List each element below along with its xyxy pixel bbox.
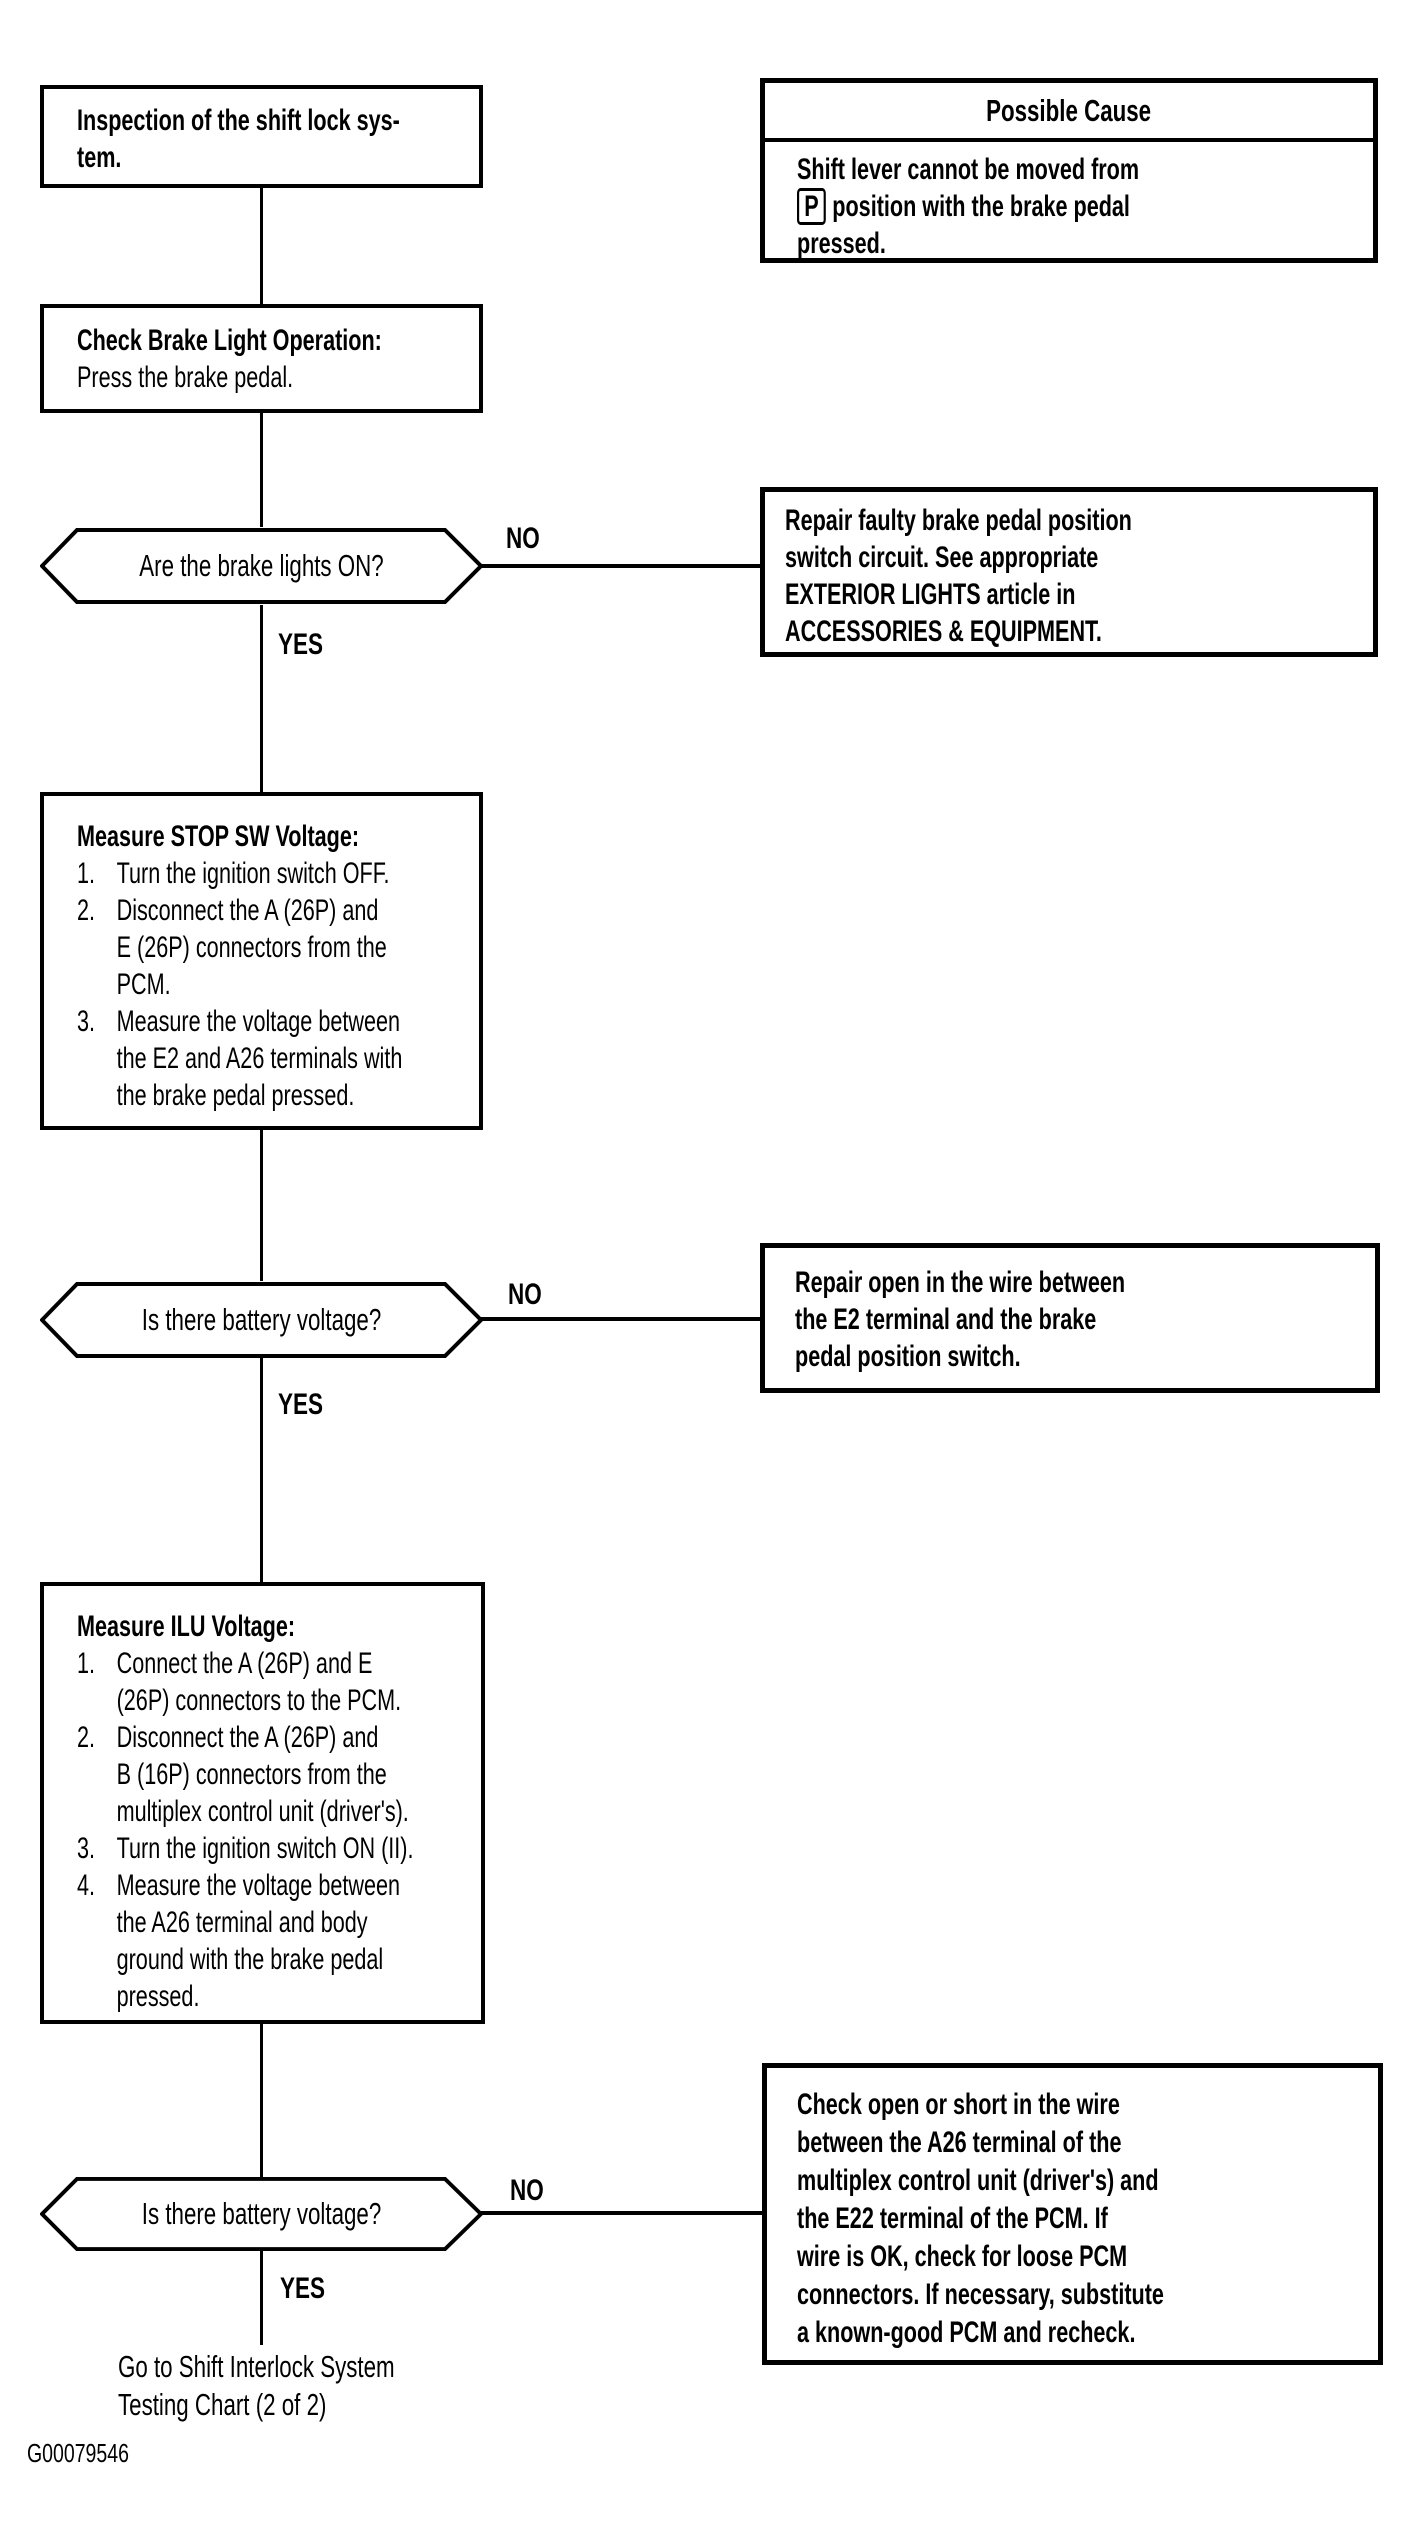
figure-id: G00079546 — [27, 2438, 129, 2468]
text-line: EXTERIOR LIGHTS article in — [785, 578, 1076, 611]
decision-question: Are the brake lights ON? — [139, 548, 384, 583]
connector-line-no-2 — [481, 1317, 762, 1321]
text-line: the brake pedal pressed. — [116, 1079, 355, 1112]
text-line: Repair faulty brake pedal position — [785, 504, 1132, 537]
text-line: multiplex control unit (driver's) and — [797, 2164, 1159, 2197]
goto-next-chart-text: Go to Shift Interlock System Testing Cha… — [118, 2348, 502, 2424]
text-line: Inspection of the shift lock sys- — [77, 104, 400, 137]
decision-question: Is there battery voltage? — [141, 2196, 382, 2231]
hexagon-shape — [40, 2176, 483, 2252]
text-line: Repair open in the wire between — [795, 1266, 1126, 1299]
hexagon-shape — [40, 528, 483, 604]
decision-question: Is there battery voltage? — [141, 1302, 382, 1337]
action-box-check-open-short: Check open or short in the wire between … — [762, 2063, 1383, 2365]
text-line: switch circuit. See appropriate — [785, 541, 1099, 574]
text-line: a known-good PCM and recheck. — [797, 2316, 1136, 2349]
action-box-repair-open-wire: Repair open in the wire between the E2 t… — [760, 1243, 1380, 1393]
text-line: ACCESSORIES & EQUIPMENT. — [785, 615, 1102, 648]
connector-line-no-1 — [481, 564, 760, 568]
action-box-repair-brake-switch: Repair faulty brake pedal position switc… — [760, 487, 1378, 657]
possible-cause-header: Possible Cause — [765, 83, 1373, 142]
no-label: NO — [510, 2174, 544, 2207]
text-line: Check open or short in the wire — [797, 2088, 1120, 2121]
text-line: the A26 terminal and body — [116, 1906, 368, 1939]
text-line: 3.Turn the ignition switch ON (II). — [77, 1832, 414, 1865]
text-line: pressed. — [797, 227, 886, 260]
step-number: 2. — [77, 1721, 96, 1754]
possible-cause-title: Possible Cause — [986, 92, 1152, 128]
possible-cause-box: Possible Cause Shift lever cannot be mov… — [760, 78, 1378, 263]
text-line: B (16P) connectors from the — [116, 1758, 387, 1791]
text-line: Testing Chart (2 of 2) — [118, 2387, 327, 2422]
no-label: NO — [508, 1278, 542, 1311]
step-number: 2. — [77, 894, 96, 927]
yes-label: YES — [278, 628, 324, 661]
text-line: 1.Connect the A (26P) and E — [77, 1647, 373, 1680]
step-number: 3. — [77, 1005, 96, 1038]
text-line: between the A26 terminal of the — [797, 2126, 1122, 2159]
hexagon-shape — [40, 1282, 483, 1358]
yes-label: YES — [278, 1388, 324, 1421]
decision-battery-voltage-2: Is there battery voltage? — [40, 2176, 483, 2252]
process-box-measure-ilu: Measure ILU Voltage: 1.Connect the A (26… — [40, 1582, 485, 2024]
text-line: the E22 terminal of the PCM. If — [797, 2202, 1108, 2235]
text-line: the E2 terminal and the brake — [795, 1303, 1097, 1336]
text-line: E (26P) connectors from the — [116, 931, 387, 964]
park-position-symbol: P — [797, 188, 826, 225]
step-number: 4. — [77, 1869, 96, 1902]
yes-label: YES — [280, 2272, 326, 2305]
connector-line — [260, 188, 263, 304]
text-line: tem. — [77, 141, 122, 174]
step-number: 1. — [77, 1647, 96, 1680]
step-number: 1. — [77, 857, 96, 890]
text-line: Measure STOP SW Voltage: — [77, 820, 360, 853]
process-box-measure-stop-sw: Measure STOP SW Voltage: 1.Turn the igni… — [40, 792, 483, 1130]
step-number: 3. — [77, 1832, 96, 1865]
text-line: 2.Disconnect the A (26P) and — [77, 1721, 379, 1754]
no-label: NO — [506, 522, 540, 555]
text-line: Shift lever cannot be moved from — [797, 153, 1140, 186]
text-line: Press the brake pedal. — [77, 361, 294, 394]
text-line: wire is OK, check for loose PCM — [797, 2240, 1128, 2273]
decision-battery-voltage-1: Is there battery voltage? — [40, 1281, 483, 1359]
decision-are-brake-lights-on: Are the brake lights ON? — [40, 527, 483, 605]
text-line: pressed. — [116, 1980, 200, 2013]
text-line: (26P) connectors to the PCM. — [116, 1684, 402, 1717]
text-line: Check Brake Light Operation: — [77, 324, 382, 357]
process-box-check-brake-light: Check Brake Light Operation: Press the b… — [40, 304, 483, 413]
text-line: position with the brake pedal — [832, 190, 1130, 223]
text-line: ground with the brake pedal — [116, 1943, 384, 1976]
text-line: 1.Turn the ignition switch OFF. — [77, 857, 390, 890]
text-line: the E2 and A26 terminals with — [116, 1042, 403, 1075]
process-box-inspection: Inspection of the shift lock sys- tem. — [40, 85, 483, 188]
connector-line — [260, 2251, 263, 2345]
connector-line — [260, 605, 263, 792]
text-line: 4.Measure the voltage between — [77, 1869, 400, 1902]
text-line: pedal position switch. — [795, 1340, 1021, 1373]
text-line: connectors. If necessary, substitute — [797, 2278, 1164, 2311]
text-line: PCM. — [116, 968, 171, 1001]
text-line: Go to Shift Interlock System — [118, 2349, 395, 2384]
text-line: multiplex control unit (driver's). — [116, 1795, 409, 1828]
text-line: Measure ILU Voltage: — [77, 1610, 296, 1643]
connector-line — [260, 413, 263, 527]
connector-line-no-3 — [481, 2211, 762, 2215]
text-line: 3.Measure the voltage between — [77, 1005, 400, 1038]
connector-line — [260, 1358, 263, 1582]
connector-line — [260, 2024, 263, 2177]
connector-line — [260, 1130, 263, 1281]
text-line: 2.Disconnect the A (26P) and — [77, 894, 379, 927]
